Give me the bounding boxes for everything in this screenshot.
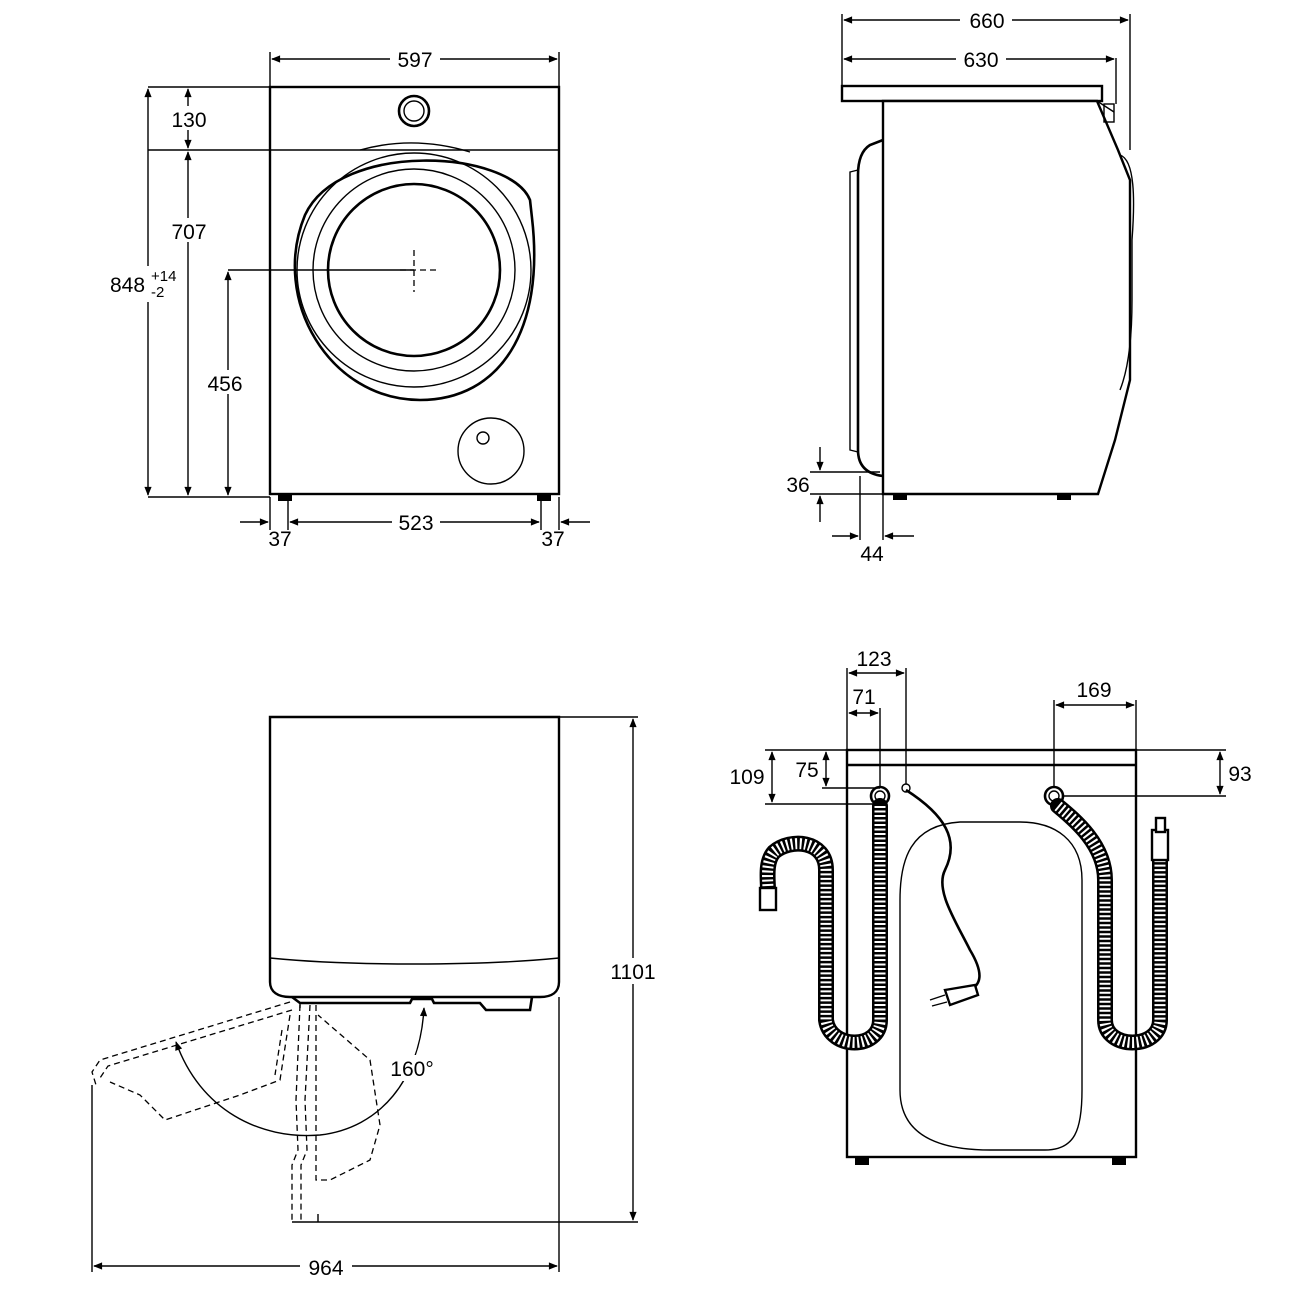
power-cable (905, 788, 981, 992)
filter-cover (457, 417, 525, 485)
top-view: 160° 1101 964 (91, 715, 660, 1280)
dim-height-tolerance-plus: +14 (151, 268, 176, 285)
door-open-outline (291, 1004, 301, 1222)
rear-panel (899, 821, 1083, 1151)
dim-foot-left: 37 (268, 528, 291, 551)
dim-inlet-y: 75 (795, 759, 818, 782)
dim-height: 848 (110, 274, 145, 297)
dim-open-width: 964 (308, 1257, 343, 1280)
dim-depth-total: 660 (969, 10, 1004, 33)
machine-body-side (881, 99, 1132, 496)
machine-body-top (268, 715, 561, 999)
dim-depth-body: 630 (963, 49, 998, 72)
dim-height-tolerance-minus: -2 (151, 284, 164, 301)
dim-drain-x: 123 (856, 648, 891, 671)
dim-inlet2-x: 169 (1076, 679, 1111, 702)
door-side (856, 138, 884, 478)
dim-door-angle: 160° (390, 1058, 433, 1081)
dim-foot-right: 37 (541, 528, 564, 551)
dim-inlet2-y: 93 (1228, 763, 1251, 786)
dim-feet-span: 523 (398, 512, 433, 535)
dim-door-depth: 44 (860, 543, 884, 566)
dim-drain-y: 109 (729, 766, 764, 789)
dim-door-center: 456 (207, 373, 242, 396)
dim-top-panel: 130 (171, 109, 206, 132)
dim-width-front: 597 (397, 49, 432, 72)
inlet-hose (1054, 801, 1166, 1048)
rear-view: 123 71 169 109 75 93 (729, 648, 1252, 1165)
worktop-side (840, 84, 1104, 103)
drain-hose (762, 806, 886, 1048)
dim-door-top: 707 (171, 221, 206, 244)
dim-open-depth: 1101 (610, 961, 655, 984)
dim-inlet-x: 71 (852, 686, 875, 709)
power-plug-icon (943, 983, 980, 1007)
machine-body-rear (845, 748, 1138, 1159)
dim-door-clearance: 36 (786, 474, 809, 497)
door-rim (293, 159, 536, 402)
side-view: 660 630 36 44 (786, 8, 1135, 566)
program-knob (397, 94, 431, 128)
front-view: 597 848 +14 -2 130 707 456 523 3 (108, 47, 590, 551)
